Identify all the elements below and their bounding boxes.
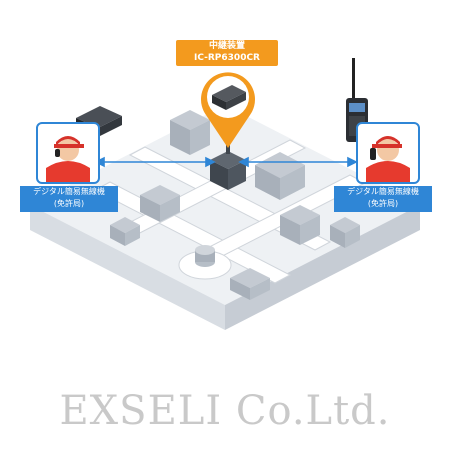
operator-radio-icon bbox=[366, 136, 410, 182]
building bbox=[255, 152, 305, 200]
building bbox=[170, 110, 210, 155]
map-pin-icon bbox=[201, 72, 255, 148]
repeater-callout: 中継装置 IC-RP6300CR bbox=[176, 40, 278, 66]
left-station-label-line2: (免許局) bbox=[53, 199, 85, 208]
right-station-card bbox=[356, 122, 420, 184]
left-station-label: デジタル簡易無線機 (免許局) bbox=[20, 186, 118, 212]
left-station-card bbox=[36, 122, 100, 184]
repeater-device-icon bbox=[212, 85, 246, 110]
building bbox=[140, 185, 180, 222]
city-buildings bbox=[110, 110, 360, 300]
left-station-label-line1: デジタル簡易無線機 bbox=[33, 187, 105, 196]
city-base bbox=[30, 105, 420, 330]
right-station-label-line2: (免許局) bbox=[367, 199, 399, 208]
building bbox=[280, 205, 320, 245]
storage-tank bbox=[195, 245, 215, 267]
radio-link-arrows bbox=[94, 156, 358, 168]
repeater-model-line2: IC-RP6300CR bbox=[193, 53, 260, 63]
operator-headset-icon bbox=[46, 136, 90, 182]
right-station-label-line1: デジタル簡易無線機 bbox=[347, 187, 419, 196]
building bbox=[330, 217, 360, 248]
building bbox=[110, 217, 140, 246]
repeater-building bbox=[210, 140, 246, 190]
company-watermark: EXSELI Co.Ltd. bbox=[59, 388, 391, 434]
repeater-name-line1: 中継装置 bbox=[208, 41, 245, 51]
right-station-label: デジタル簡易無線機 (免許局) bbox=[334, 186, 432, 212]
building bbox=[230, 268, 270, 300]
